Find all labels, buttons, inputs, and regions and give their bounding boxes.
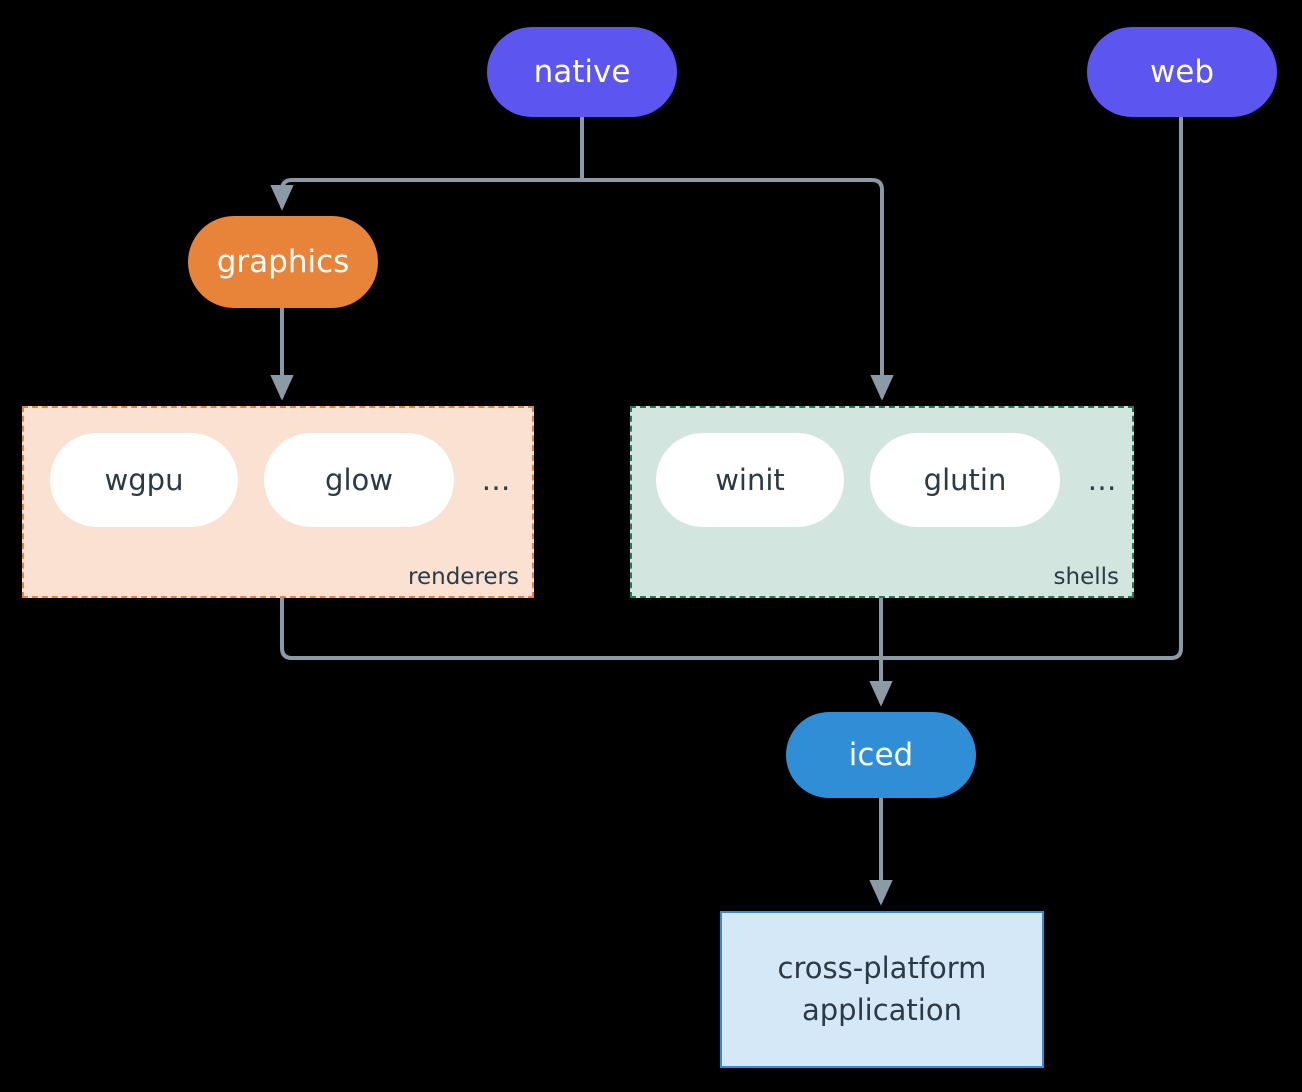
shell-item-glutin[interactable]: glutin bbox=[870, 433, 1060, 527]
shell-item-glutin-label: glutin bbox=[923, 463, 1007, 497]
shell-item-winit[interactable]: winit bbox=[656, 433, 844, 527]
group-renderers-label: renderers bbox=[408, 564, 519, 590]
shells-ellipsis: … bbox=[1080, 460, 1124, 500]
node-graphics[interactable]: graphics bbox=[188, 216, 378, 308]
shell-item-winit-label: winit bbox=[715, 463, 785, 497]
node-web-label: web bbox=[1149, 53, 1215, 90]
renderers-ellipsis-label: … bbox=[481, 463, 511, 497]
renderers-ellipsis: … bbox=[474, 460, 518, 500]
node-application-label-line2: application bbox=[802, 992, 962, 1027]
node-native-label: native bbox=[533, 53, 631, 90]
node-graphics-label: graphics bbox=[216, 243, 350, 280]
renderer-item-wgpu-label: wgpu bbox=[104, 463, 184, 497]
node-application-label-wrap: cross-platform application bbox=[778, 948, 987, 1030]
group-shells-label: shells bbox=[1053, 564, 1119, 590]
node-web[interactable]: web bbox=[1087, 27, 1277, 117]
node-native[interactable]: native bbox=[487, 27, 677, 117]
edge-native-to-shells bbox=[580, 178, 894, 401]
shells-ellipsis-label: … bbox=[1087, 463, 1117, 497]
edge-renderers-to-iced bbox=[280, 596, 883, 660]
renderer-item-glow[interactable]: glow bbox=[264, 433, 454, 527]
node-application-label-line1: cross-platform bbox=[777, 951, 987, 986]
node-cross-platform-application[interactable]: cross-platform application bbox=[720, 911, 1044, 1068]
edge-native-to-graphics bbox=[270, 178, 584, 211]
node-iced-label: iced bbox=[848, 736, 914, 773]
renderer-item-glow-label: glow bbox=[325, 463, 393, 497]
renderer-item-wgpu[interactable]: wgpu bbox=[50, 433, 238, 527]
node-iced[interactable]: iced bbox=[786, 712, 976, 798]
